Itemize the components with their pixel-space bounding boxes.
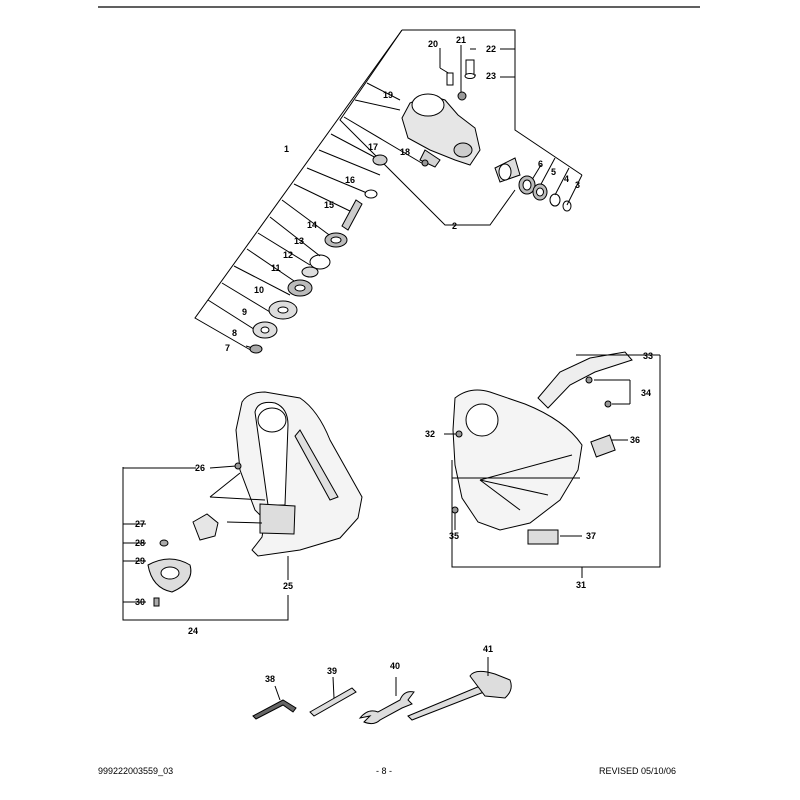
callout-labels: 1 2 3 4 5 6 7 8 9 10 11 12 13 14 15 16 1… bbox=[135, 35, 653, 684]
callout-7: 7 bbox=[225, 343, 230, 353]
callout-24: 24 bbox=[188, 626, 198, 636]
callout-23: 23 bbox=[486, 71, 496, 81]
guard-assembly-left bbox=[122, 391, 363, 621]
callout-34: 34 bbox=[641, 388, 651, 398]
callout-10: 10 bbox=[254, 285, 264, 295]
callout-32: 32 bbox=[425, 429, 435, 439]
spark-plug-wrench-tool bbox=[407, 685, 485, 721]
callout-27: 27 bbox=[135, 519, 145, 529]
callout-13: 13 bbox=[294, 236, 304, 246]
callout-18: 18 bbox=[400, 147, 410, 157]
callout-5: 5 bbox=[551, 167, 556, 177]
callout-40: 40 bbox=[390, 661, 400, 671]
callout-33: 33 bbox=[643, 351, 653, 361]
gearcase-part bbox=[401, 93, 481, 168]
callout-14: 14 bbox=[307, 220, 317, 230]
callout-29: 29 bbox=[135, 556, 145, 566]
hex-key-tool bbox=[252, 699, 297, 720]
wrench-tool bbox=[358, 691, 415, 725]
callout-20: 20 bbox=[428, 39, 438, 49]
callout-3: 3 bbox=[575, 180, 580, 190]
callout-17: 17 bbox=[368, 142, 378, 152]
callout-25: 25 bbox=[283, 581, 293, 591]
callout-6: 6 bbox=[538, 159, 543, 169]
callout-36: 36 bbox=[630, 435, 640, 445]
revised-date: REVISED 05/10/06 bbox=[599, 766, 677, 776]
callout-1: 1 bbox=[284, 144, 289, 154]
guard-assembly-right bbox=[444, 351, 661, 578]
callout-4: 4 bbox=[564, 174, 569, 184]
callout-31: 31 bbox=[576, 580, 586, 590]
callout-12: 12 bbox=[283, 250, 293, 260]
callout-21: 21 bbox=[456, 35, 466, 45]
callout-2: 2 bbox=[452, 221, 457, 231]
callout-16: 16 bbox=[345, 175, 355, 185]
callout-37: 37 bbox=[586, 531, 596, 541]
callout-38: 38 bbox=[265, 674, 275, 684]
callout-41: 41 bbox=[483, 644, 493, 654]
callout-28: 28 bbox=[135, 538, 145, 548]
callout-19: 19 bbox=[383, 90, 393, 100]
callout-15: 15 bbox=[324, 200, 334, 210]
document-number: 999222003559_03 bbox=[98, 766, 174, 776]
tools bbox=[252, 657, 512, 725]
page-number: - 8 - bbox=[376, 766, 393, 776]
callout-9: 9 bbox=[242, 307, 247, 317]
callout-8: 8 bbox=[232, 328, 237, 338]
callout-22: 22 bbox=[486, 44, 496, 54]
callout-30: 30 bbox=[135, 597, 145, 607]
rod-tool bbox=[309, 687, 357, 717]
callout-39: 39 bbox=[327, 666, 337, 676]
gearhead-assembly bbox=[194, 29, 583, 354]
callout-26: 26 bbox=[195, 463, 205, 473]
callout-11: 11 bbox=[271, 263, 281, 273]
callout-35: 35 bbox=[449, 531, 459, 541]
